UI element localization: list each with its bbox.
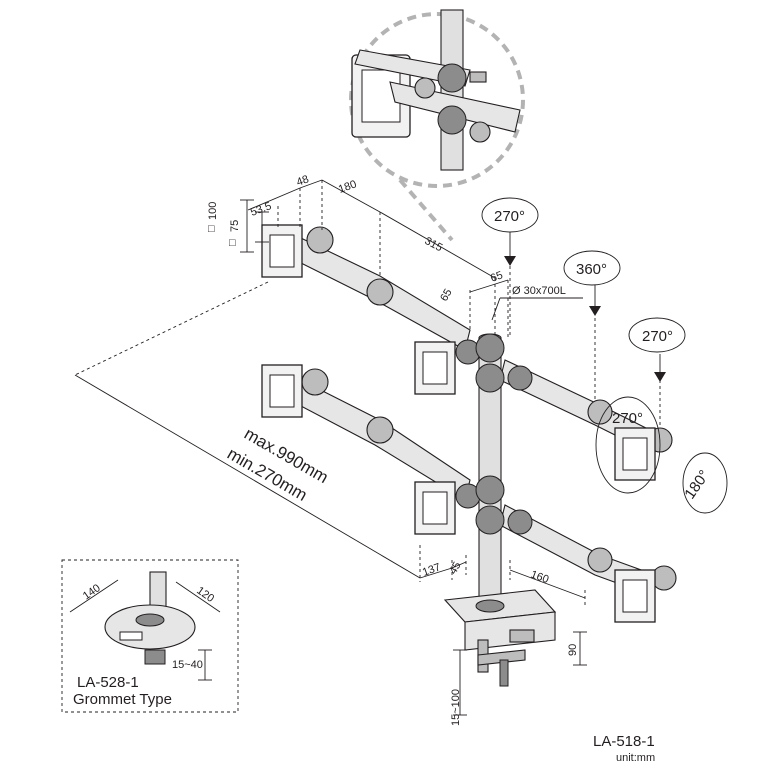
vesa-plate-upper-right <box>614 427 656 481</box>
vesa-plate-upper-left <box>261 224 303 278</box>
dim-53-5: 53.5 <box>249 200 273 219</box>
lower-arms <box>279 368 677 596</box>
rotation-label-1: 270° <box>494 208 525 225</box>
detail-callout <box>349 9 525 242</box>
dim-160: 160 <box>529 569 550 587</box>
dim-48: 48 <box>295 173 311 188</box>
dim-vesa-square-1: □ <box>208 223 215 235</box>
rotation-label-5: 180° <box>681 467 713 502</box>
grommet-dim-thickness: 15~40 <box>172 659 203 671</box>
upper-arms <box>274 226 673 453</box>
dim-65-side: 65 <box>438 287 455 304</box>
dim-137: 137 <box>421 561 442 579</box>
dim-vesa-square-2: □ <box>229 237 236 249</box>
dim-pole: Ø 30x700L <box>512 285 566 297</box>
dim-180: 180 <box>337 178 358 196</box>
vesa-plate-lower-left <box>261 364 303 418</box>
grommet-type: Grommet Type <box>73 691 172 708</box>
rotation-label-2: 360° <box>576 261 607 278</box>
dimension-lines <box>74 179 666 716</box>
dim-vesa-75: 75 <box>229 220 241 232</box>
grommet-dim-140: 140 <box>81 582 103 602</box>
model-number: LA-518-1 <box>593 733 655 750</box>
dim-vesa-100: 100 <box>207 202 219 220</box>
desk-clamp <box>443 589 557 687</box>
rotation-label-3: 270° <box>642 328 673 345</box>
unit-label: unit:mm <box>616 752 655 764</box>
rotation-badges <box>481 197 728 514</box>
vesa-plate-lower-right <box>614 569 656 623</box>
vesa-plate-lower-center <box>414 481 456 535</box>
dim-15-100: 15~100 <box>450 689 462 726</box>
grommet-inset <box>61 559 239 713</box>
grommet-model: LA-528-1 <box>77 674 139 691</box>
vesa-plates <box>261 224 656 623</box>
vesa-plate-upper-center <box>414 341 456 395</box>
grommet-dim-120: 120 <box>194 585 216 605</box>
dim-45: 45 <box>447 560 464 577</box>
dim-65-top: 65 <box>489 269 505 284</box>
rotation-label-4: 270° <box>612 410 643 427</box>
dim-315: 315 <box>423 235 445 254</box>
dim-90: 90 <box>567 644 579 656</box>
